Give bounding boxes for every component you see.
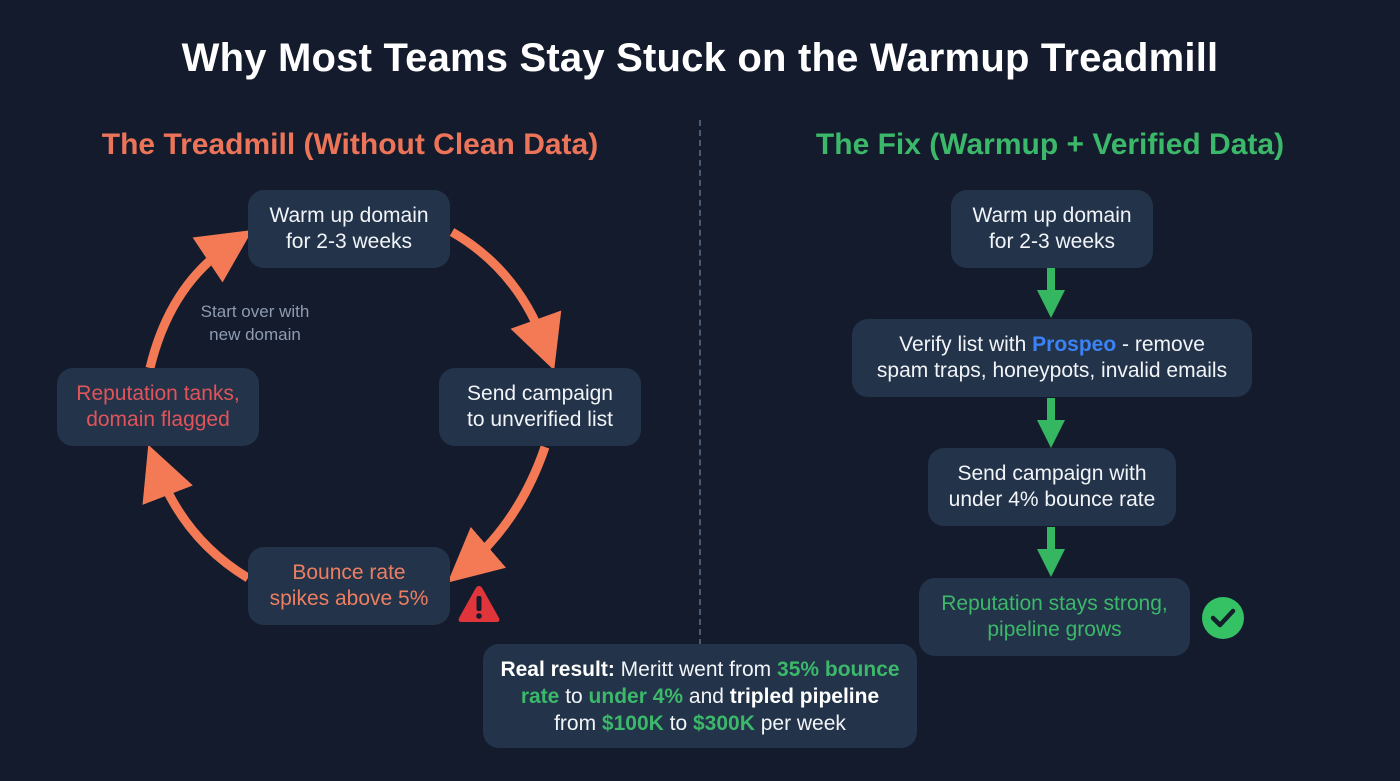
node-text: domain flagged (86, 408, 230, 431)
real-result-callout: Real result: Meritt went from 35% bounce… (483, 644, 917, 748)
page-title: Why Most Teams Stay Stuck on the Warmup … (181, 36, 1219, 80)
node-text: Reputation stays strong, (941, 592, 1168, 615)
result-text: per week (754, 712, 846, 735)
node-text: pipeline grows (987, 618, 1122, 641)
fix-heading: The Fix (Warmup + Verified Data) (815, 128, 1285, 161)
fix-step-verify: Verify list with Prospeo - remove spam t… (852, 319, 1252, 397)
arrow-reputation-to-warmup (145, 230, 253, 370)
node-text: Reputation tanks, (76, 382, 240, 405)
node-text-line1: Verify list with Prospeo - remove (877, 332, 1227, 358)
result-label: Real result: (500, 658, 615, 681)
node-text: under 4% bounce rate (948, 488, 1156, 511)
note-text: Start over with (200, 302, 310, 321)
fix-step-send-campaign: Send campaign with under 4% bounce rate (928, 448, 1176, 526)
result-highlight: 35% bounce rate (520, 658, 900, 708)
fix-step-warmup: Warm up domain for 2-3 weeks (951, 190, 1153, 268)
result-highlight: $300K (692, 712, 755, 735)
arrow-bounce-to-reputation (142, 444, 251, 582)
arrow-send-to-bounce (447, 445, 550, 583)
result-text: to (663, 712, 693, 735)
result-text: and (683, 685, 730, 708)
treadmill-heading: The Treadmill (Without Clean Data) (101, 128, 599, 161)
flow-arrows (1037, 268, 1065, 577)
node-text: Warm up domain (269, 204, 429, 227)
node-text: spikes above 5% (269, 587, 429, 610)
check-circle-icon (1202, 597, 1244, 639)
warning-icon (458, 586, 500, 622)
node-text: - remove (1116, 333, 1205, 356)
cycle-node-bounce-spike: Bounce rate spikes above 5% (248, 547, 450, 625)
result-highlight: $100K (601, 712, 664, 735)
cycle-arrows (142, 228, 562, 583)
result-highlight: under 4% (588, 685, 684, 708)
section-divider (699, 120, 701, 645)
result-text: from (554, 712, 602, 735)
node-text: to unverified list (467, 408, 613, 431)
note-text: new domain (209, 325, 301, 344)
node-text: Send campaign with (957, 462, 1147, 485)
cycle-node-send-campaign: Send campaign to unverified list (439, 368, 641, 446)
node-text: for 2-3 weeks (988, 230, 1116, 253)
node-text: Bounce rate (292, 561, 406, 584)
prospeo-brand: Prospeo (1032, 333, 1117, 356)
arrow-warmup-to-send (449, 228, 562, 371)
cycle-node-warmup: Warm up domain for 2-3 weeks (248, 190, 450, 268)
cycle-node-reputation-tanks: Reputation tanks, domain flagged (57, 368, 259, 446)
result-text: Meritt went from (614, 658, 778, 681)
node-text: for 2-3 weeks (285, 230, 413, 253)
fix-step-reputation-strong: Reputation stays strong, pipeline grows (919, 578, 1190, 656)
node-text: Verify list with (899, 333, 1033, 356)
start-over-note: Start over with new domain (170, 300, 340, 346)
result-text: to (559, 685, 589, 708)
node-text: Send campaign (467, 382, 613, 405)
node-text: spam traps, honeypots, invalid emails (876, 359, 1228, 382)
result-bold: tripled pipeline (729, 685, 880, 708)
node-text: Warm up domain (972, 204, 1132, 227)
